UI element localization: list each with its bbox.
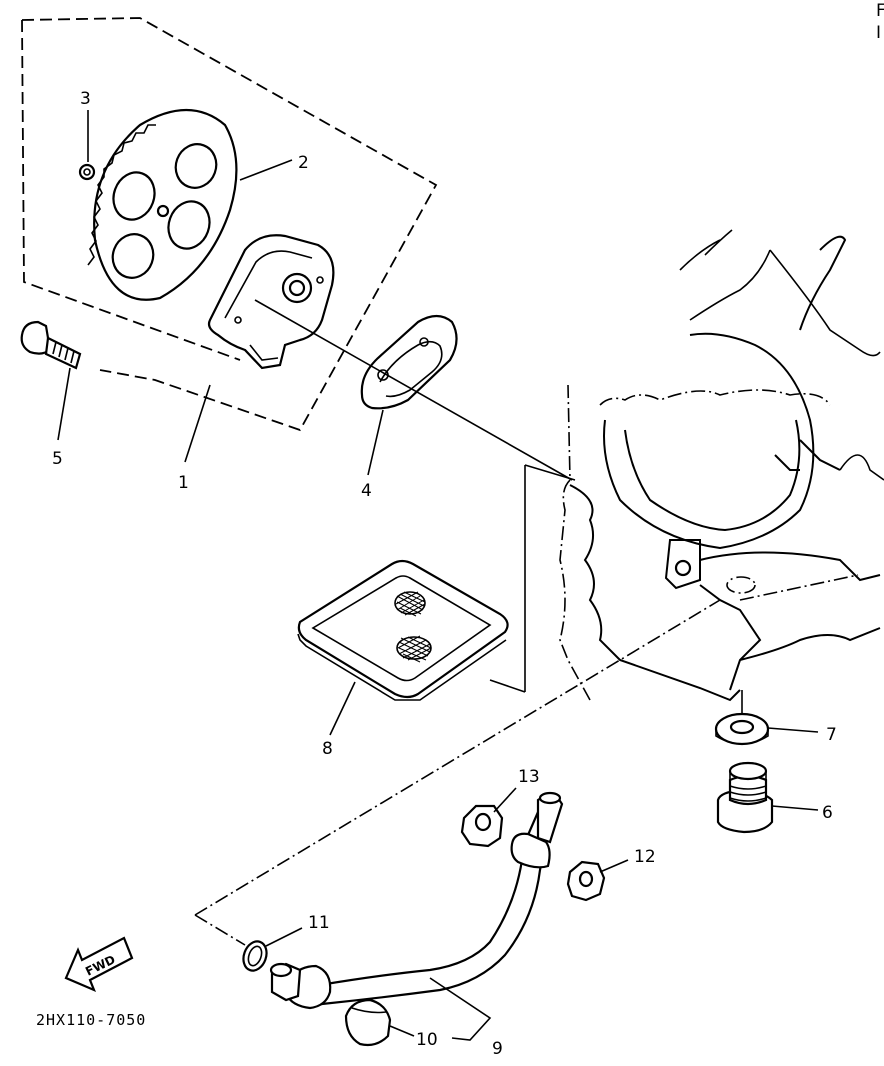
corner-text-top: F — [876, 1, 884, 21]
part-4-gasket — [360, 314, 458, 410]
drawing-code: 2HX110-7050 — [36, 1011, 146, 1029]
pump-assembly-boundary — [21, 17, 438, 432]
callout-8: 8 — [322, 739, 333, 759]
part-2-pump-gear — [87, 108, 238, 301]
part-5-bolt — [20, 320, 82, 370]
part-1-oil-pump — [207, 234, 335, 370]
alignment-line-pipe — [194, 599, 721, 946]
callout-11: 11 — [308, 913, 330, 933]
part-10-cap — [344, 998, 392, 1047]
callout-9: 9 — [492, 1039, 503, 1059]
alignment-line-strainer — [489, 464, 576, 693]
strainer-mesh-upper — [394, 591, 426, 617]
callout-2: 2 — [298, 153, 309, 173]
part-8-oil-strainer — [297, 559, 509, 701]
strainer-mesh-lower — [396, 635, 432, 663]
callout-leaders — [57, 110, 819, 1041]
part-13-nut — [460, 804, 504, 848]
part-11-o-ring — [242, 940, 268, 972]
alignment-line-pump-to-case — [254, 299, 573, 481]
callout-6: 6 — [822, 803, 833, 823]
callout-4: 4 — [361, 481, 372, 501]
callout-12: 12 — [634, 847, 656, 867]
callout-5: 5 — [52, 449, 63, 469]
callout-3: 3 — [80, 89, 91, 109]
part-3-circlip — [78, 163, 96, 181]
crankcase-housing — [559, 229, 884, 702]
part-12-nut — [566, 860, 606, 902]
part-9-oil-delivery-pipe — [269, 791, 564, 1010]
fwd-direction-arrow: FWD — [64, 936, 134, 993]
callout-10: 10 — [416, 1030, 438, 1050]
part-7-drain-plug-gasket — [714, 690, 770, 746]
callout-13: 13 — [518, 767, 540, 787]
corner-text-second: I — [876, 23, 881, 43]
callout-1: 1 — [178, 473, 189, 493]
part-6-drain-bolt — [716, 761, 774, 834]
callout-7: 7 — [826, 725, 837, 745]
